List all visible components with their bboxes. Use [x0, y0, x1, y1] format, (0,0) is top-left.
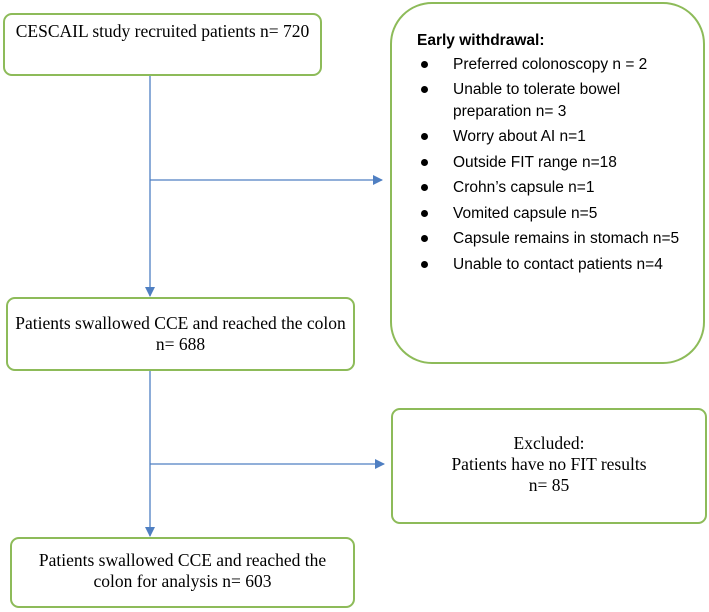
withdrawal-reason: Unable to contact patients n=4: [453, 255, 663, 273]
withdrawal-reason: Outside FIT range n=18: [453, 153, 617, 171]
bullet-icon: [421, 209, 428, 217]
list-item: Unable to contact patients n=4: [417, 254, 689, 276]
recruited-text: CESCAIL study recruited patients n= 720: [15, 21, 310, 41]
withdrawal-reason-list: Preferred colonoscopy n = 2 Unable to to…: [417, 54, 689, 276]
early-withdrawal-box: Early withdrawal: Preferred colonoscopy …: [390, 2, 705, 364]
withdrawal-reason: Worry about AI n=1: [453, 128, 586, 145]
list-item: Outside FIT range n=18: [417, 152, 689, 174]
list-item: Vomited capsule n=5: [417, 203, 689, 225]
list-item: Worry about AI n=1: [417, 126, 689, 148]
list-item: Unable to tolerate bowel preparation n= …: [417, 79, 689, 122]
list-item: Preferred colonoscopy n = 2: [417, 54, 689, 76]
bullet-icon: [421, 133, 428, 140]
withdrawal-reason: Unable to tolerate bowel preparation n= …: [453, 81, 621, 120]
early-withdrawal-title: Early withdrawal:: [417, 32, 545, 49]
list-item: Capsule remains in stomach n=5: [417, 228, 689, 250]
excluded-box: Excluded: Patients have no FIT results n…: [391, 408, 707, 524]
analysis-box: Patients swallowed CCE and reached the c…: [10, 537, 355, 608]
swallowed-box: Patients swallowed CCE and reached the c…: [6, 297, 355, 371]
bullet-icon: [421, 235, 428, 242]
bullet-icon: [421, 60, 428, 68]
withdrawal-reason: Preferred colonoscopy n = 2: [453, 55, 648, 73]
excluded-heading: Excluded:: [513, 433, 585, 453]
bullet-icon: [421, 158, 428, 166]
recruited-box: CESCAIL study recruited patients n= 720: [3, 13, 322, 76]
withdrawal-reason: Crohn’s capsule n=1: [453, 179, 595, 196]
bullet-icon: [421, 260, 428, 268]
withdrawal-reason: Capsule remains in stomach n=5: [453, 230, 680, 247]
swallowed-text: Patients swallowed CCE and reached the c…: [15, 313, 346, 354]
analysis-text: Patients swallowed CCE and reached the c…: [38, 550, 327, 591]
bullet-icon: [421, 184, 428, 191]
list-item: Crohn’s capsule n=1: [417, 177, 689, 199]
withdrawal-reason: Vomited capsule n=5: [453, 204, 598, 222]
bullet-icon: [421, 86, 428, 93]
excluded-reason: Patients have no FIT results: [451, 454, 647, 474]
excluded-count: n= 85: [528, 475, 570, 495]
